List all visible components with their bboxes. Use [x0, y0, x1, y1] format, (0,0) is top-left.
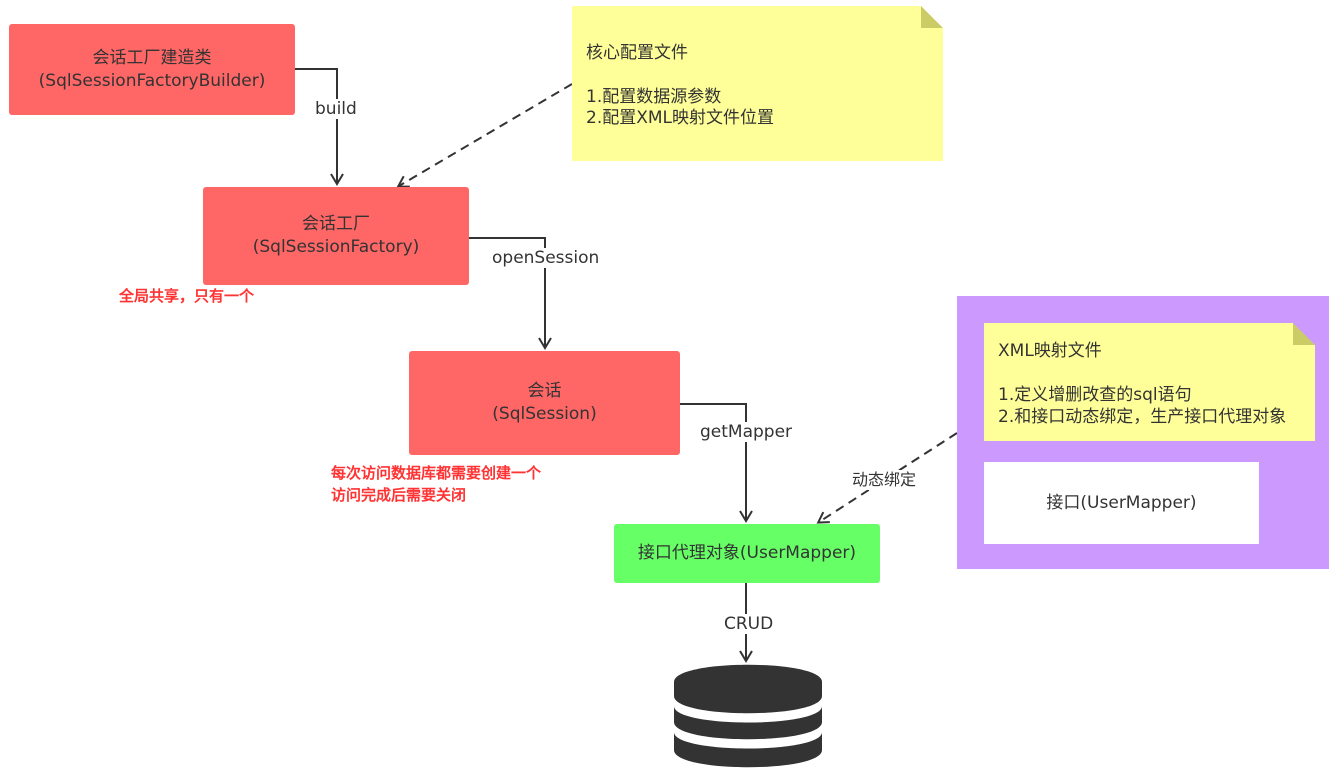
- note-core-config-item1: 1.配置数据源参数: [586, 87, 722, 107]
- edge-get-mapper: [680, 403, 753, 523]
- node-session-factory: 会话工厂 (SqlSessionFactory): [203, 187, 469, 285]
- note-fold-corner: [1293, 323, 1315, 345]
- node-session-line1: 会话: [527, 381, 562, 401]
- note-xml-mapping-item2: 2.和接口动态绑定，生产接口代理对象: [998, 407, 1287, 427]
- group-xml-mapping: XML映射文件 1.定义增删改查的sql语句 2.和接口动态绑定，生产接口代理对…: [957, 296, 1329, 569]
- database-icon: [674, 664, 822, 768]
- note-xml-mapping-item1: 1.定义增删改查的sql语句: [998, 385, 1192, 405]
- edge-core-config: [396, 83, 573, 188]
- node-builder-line1: 会话工厂建造类: [92, 47, 212, 68]
- node-session-factory-builder: 会话工厂建造类 (SqlSessionFactoryBuilder): [9, 24, 295, 115]
- annotation-session-note-line1: 每次访问数据库都需要创建一个: [331, 464, 542, 482]
- node-interface-label: 接口(UserMapper): [1046, 492, 1197, 513]
- note-xml-mapping: XML映射文件 1.定义增删改查的sql语句 2.和接口动态绑定，生产接口代理对…: [984, 323, 1315, 441]
- note-core-config-title: 核心配置文件: [586, 43, 688, 63]
- node-factory-line1: 会话工厂: [302, 214, 370, 234]
- edge-label-build: build: [312, 99, 360, 119]
- edge-label-crud: CRUD: [721, 614, 777, 634]
- node-proxy-label: 接口代理对象(UserMapper): [637, 543, 857, 563]
- edge-build: [295, 68, 344, 186]
- edge-open-session: [469, 237, 552, 350]
- node-proxy-object: 接口代理对象(UserMapper): [614, 524, 880, 583]
- annotation-session-note-line2: 访问完成后需要关闭: [331, 486, 467, 504]
- edge-label-get-mapper: getMapper: [697, 422, 796, 442]
- edge-label-open-session: openSession: [489, 248, 603, 268]
- node-builder-line2: (SqlSessionFactoryBuilder): [38, 70, 266, 91]
- node-session: 会话 (SqlSession): [409, 351, 680, 455]
- node-interface: 接口(UserMapper): [984, 462, 1259, 544]
- node-session-line2: (SqlSession): [492, 404, 597, 424]
- note-xml-mapping-title: XML映射文件: [998, 341, 1102, 361]
- edge-label-dynamic-binding: 动态绑定: [849, 470, 920, 490]
- annotation-factory-note: 全局共享，只有一个: [119, 287, 255, 305]
- note-core-config-item2: 2.配置XML映射文件位置: [586, 108, 775, 128]
- node-factory-line2: (SqlSessionFactory): [252, 237, 420, 257]
- note-fold-corner: [921, 6, 943, 28]
- note-core-config: 核心配置文件 1.配置数据源参数 2.配置XML映射文件位置: [572, 6, 943, 161]
